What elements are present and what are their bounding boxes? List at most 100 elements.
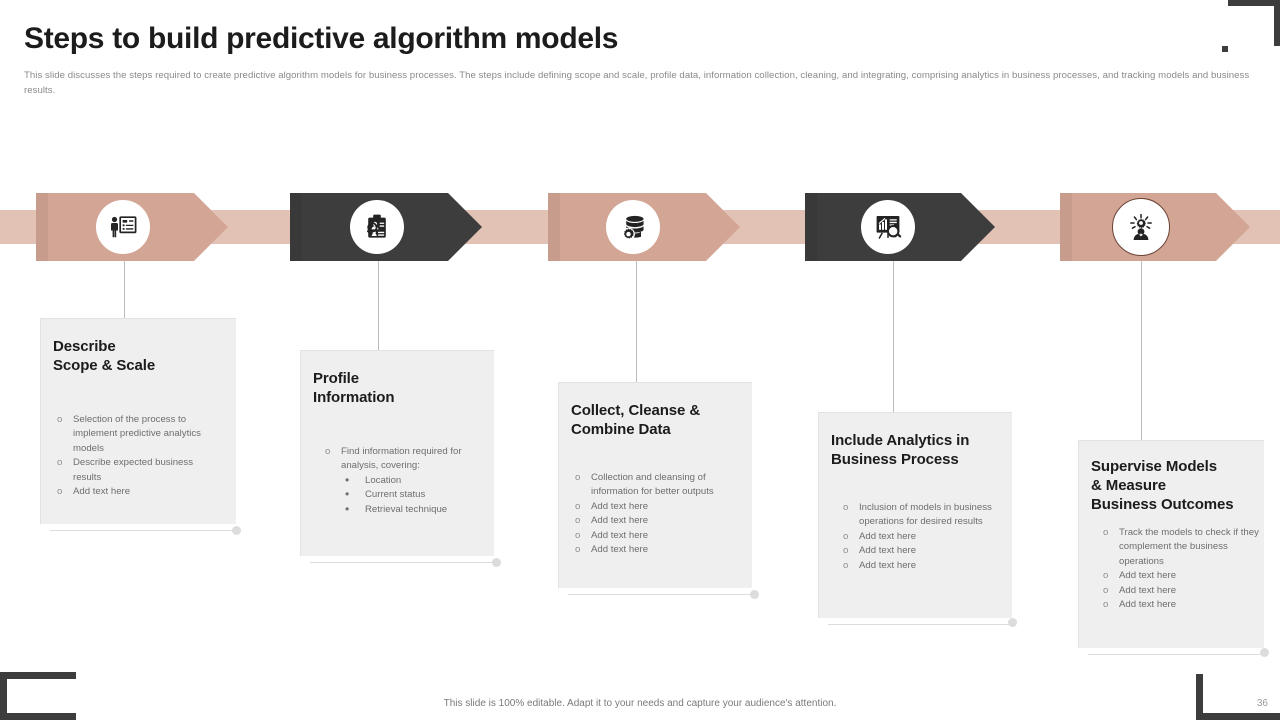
sub-bullet-list-step-2: • Location • Current status • Retrieval … xyxy=(341,472,484,517)
card-dot-step-4 xyxy=(1008,618,1017,627)
chevron-edge-shade xyxy=(805,193,817,261)
card-title-line: Combine Data xyxy=(571,421,671,438)
bullet-marker: o xyxy=(1103,599,1109,611)
card-step-4[interactable]: Include Analytics in Business Process o … xyxy=(818,412,1012,618)
presenter-checklist-icon xyxy=(96,200,150,254)
corner-decoration-top-right xyxy=(1222,0,1280,52)
bullet-marker: o xyxy=(575,515,581,527)
card-step-5[interactable]: Supervise Models & Measure Business Outc… xyxy=(1078,440,1264,648)
bullet-text: Add text here xyxy=(73,486,131,498)
bullet-marker: o xyxy=(843,545,849,557)
card-title-line: Profile xyxy=(313,370,359,387)
list-item: o Add text here xyxy=(837,544,998,558)
corner-decoration-bottom-right xyxy=(1198,674,1280,720)
bullet-marker: o xyxy=(57,457,63,469)
bullet-text: Collection and cleansing of information … xyxy=(591,472,714,498)
chevron-edge-shade xyxy=(36,193,48,261)
connector-step-3 xyxy=(636,261,637,383)
sub-list-item: • Retrieval technique xyxy=(341,502,484,517)
bullet-list-step-5: o Track the models to check if they comp… xyxy=(1079,526,1264,612)
bullet-list-step-1: o Selection of the process to implement … xyxy=(41,413,236,499)
list-item: o Add text here xyxy=(569,543,744,557)
card-step-2[interactable]: Profile Information o Find information r… xyxy=(300,350,494,556)
card-dot-step-5 xyxy=(1260,648,1269,657)
bullet-list-step-2: o Find information required for analysis… xyxy=(301,445,494,517)
sub-bullet-text: Location xyxy=(365,474,402,486)
bullet-text: Add text here xyxy=(1119,584,1177,596)
card-title-line: Collect, Cleanse & xyxy=(571,402,701,419)
card-step-3[interactable]: Collect, Cleanse & Combine Data o Collec… xyxy=(558,382,752,588)
card-title-line: Business Outcomes xyxy=(1091,496,1234,513)
bullet-marker: o xyxy=(575,544,581,556)
chart-board-search-icon xyxy=(861,200,915,254)
card-title-line: Include Analytics in xyxy=(831,432,970,449)
sub-bullet-marker: • xyxy=(345,487,350,502)
card-shadow-step-2 xyxy=(310,562,494,563)
list-item: o Track the models to check if they comp… xyxy=(1097,526,1260,569)
bullet-marker: o xyxy=(325,446,331,457)
bullet-marker: o xyxy=(1103,584,1109,596)
bullet-text: Track the models to check if they comple… xyxy=(1119,527,1259,567)
sub-bullet-text: Current status xyxy=(365,489,426,501)
sub-list-item: • Current status xyxy=(341,487,484,502)
bullet-text: Find information required for analysis, … xyxy=(341,446,462,472)
card-title-line: Scope & Scale xyxy=(53,357,156,374)
bullet-marker: o xyxy=(1103,527,1109,538)
connector-step-4 xyxy=(893,261,894,413)
list-item: o Add text here xyxy=(569,529,744,543)
bullet-list-step-4: o Inclusion of models in business operat… xyxy=(819,501,1012,573)
card-step-1[interactable]: Describe Scope & Scale o Selection of th… xyxy=(40,318,236,524)
person-gear-idea-icon xyxy=(1112,198,1170,256)
connector-step-2 xyxy=(378,261,379,351)
card-title-line: & Measure xyxy=(1091,477,1166,494)
list-item: o Add text here xyxy=(51,485,222,499)
card-shadow-step-3 xyxy=(568,594,752,595)
card-title-step-1: Describe Scope & Scale xyxy=(53,337,220,375)
bullet-marker: o xyxy=(575,500,581,512)
card-dot-step-3 xyxy=(750,590,759,599)
bullet-text: Add text here xyxy=(1119,570,1177,582)
page-number: 36 xyxy=(1256,698,1268,709)
card-title-step-4: Include Analytics in Business Process xyxy=(831,431,1002,469)
clipboard-profile-search-icon xyxy=(350,200,404,254)
card-dot-step-1 xyxy=(232,526,241,535)
bullet-text: Add text here xyxy=(591,500,649,512)
bullet-list-step-3: o Collection and cleansing of informatio… xyxy=(559,471,752,557)
bullet-text: Add text here xyxy=(859,559,917,571)
bullet-marker: o xyxy=(57,414,63,425)
bullet-text: Add text here xyxy=(591,544,649,556)
card-title-step-3: Collect, Cleanse & Combine Data xyxy=(571,401,738,439)
sub-bullet-marker: • xyxy=(345,472,350,487)
bullet-marker: o xyxy=(575,472,581,483)
list-item: o Add text here xyxy=(569,514,744,528)
list-item: o Selection of the process to implement … xyxy=(51,413,222,456)
card-title-line: Information xyxy=(313,389,395,406)
bullet-marker: o xyxy=(843,559,849,571)
sub-list-item: • Location xyxy=(341,472,484,488)
card-title-line: Describe xyxy=(53,338,116,355)
connector-step-5 xyxy=(1141,261,1142,441)
card-shadow-step-5 xyxy=(1088,654,1264,655)
card-title-step-5: Supervise Models & Measure Business Outc… xyxy=(1091,457,1258,514)
bullet-text: Inclusion of models in business operatio… xyxy=(859,502,992,528)
list-item: o Add text here xyxy=(1097,569,1260,583)
database-gear-icon xyxy=(606,200,660,254)
bullet-marker: o xyxy=(575,529,581,541)
bullet-text: Selection of the process to implement pr… xyxy=(73,414,201,454)
list-item: o Add text here xyxy=(1097,598,1260,612)
corner-decoration-bottom-right-bar xyxy=(1196,674,1203,720)
list-item: o Add text here xyxy=(1097,584,1260,598)
card-shadow-step-4 xyxy=(828,624,1012,625)
bullet-text: Add text here xyxy=(859,545,917,557)
bullet-marker: o xyxy=(843,502,849,513)
sub-bullet-text: Retrieval technique xyxy=(365,503,448,515)
list-item: o Inclusion of models in business operat… xyxy=(837,501,998,530)
corner-decoration-bottom-left xyxy=(0,678,76,720)
bullet-marker: o xyxy=(843,530,849,542)
card-title-line: Business Process xyxy=(831,451,959,468)
chevron-edge-shade xyxy=(548,193,560,261)
card-title-step-2: Profile Information xyxy=(313,369,478,407)
card-title-line: Supervise Models xyxy=(1091,458,1217,475)
list-item: o Collection and cleansing of informatio… xyxy=(569,471,744,500)
